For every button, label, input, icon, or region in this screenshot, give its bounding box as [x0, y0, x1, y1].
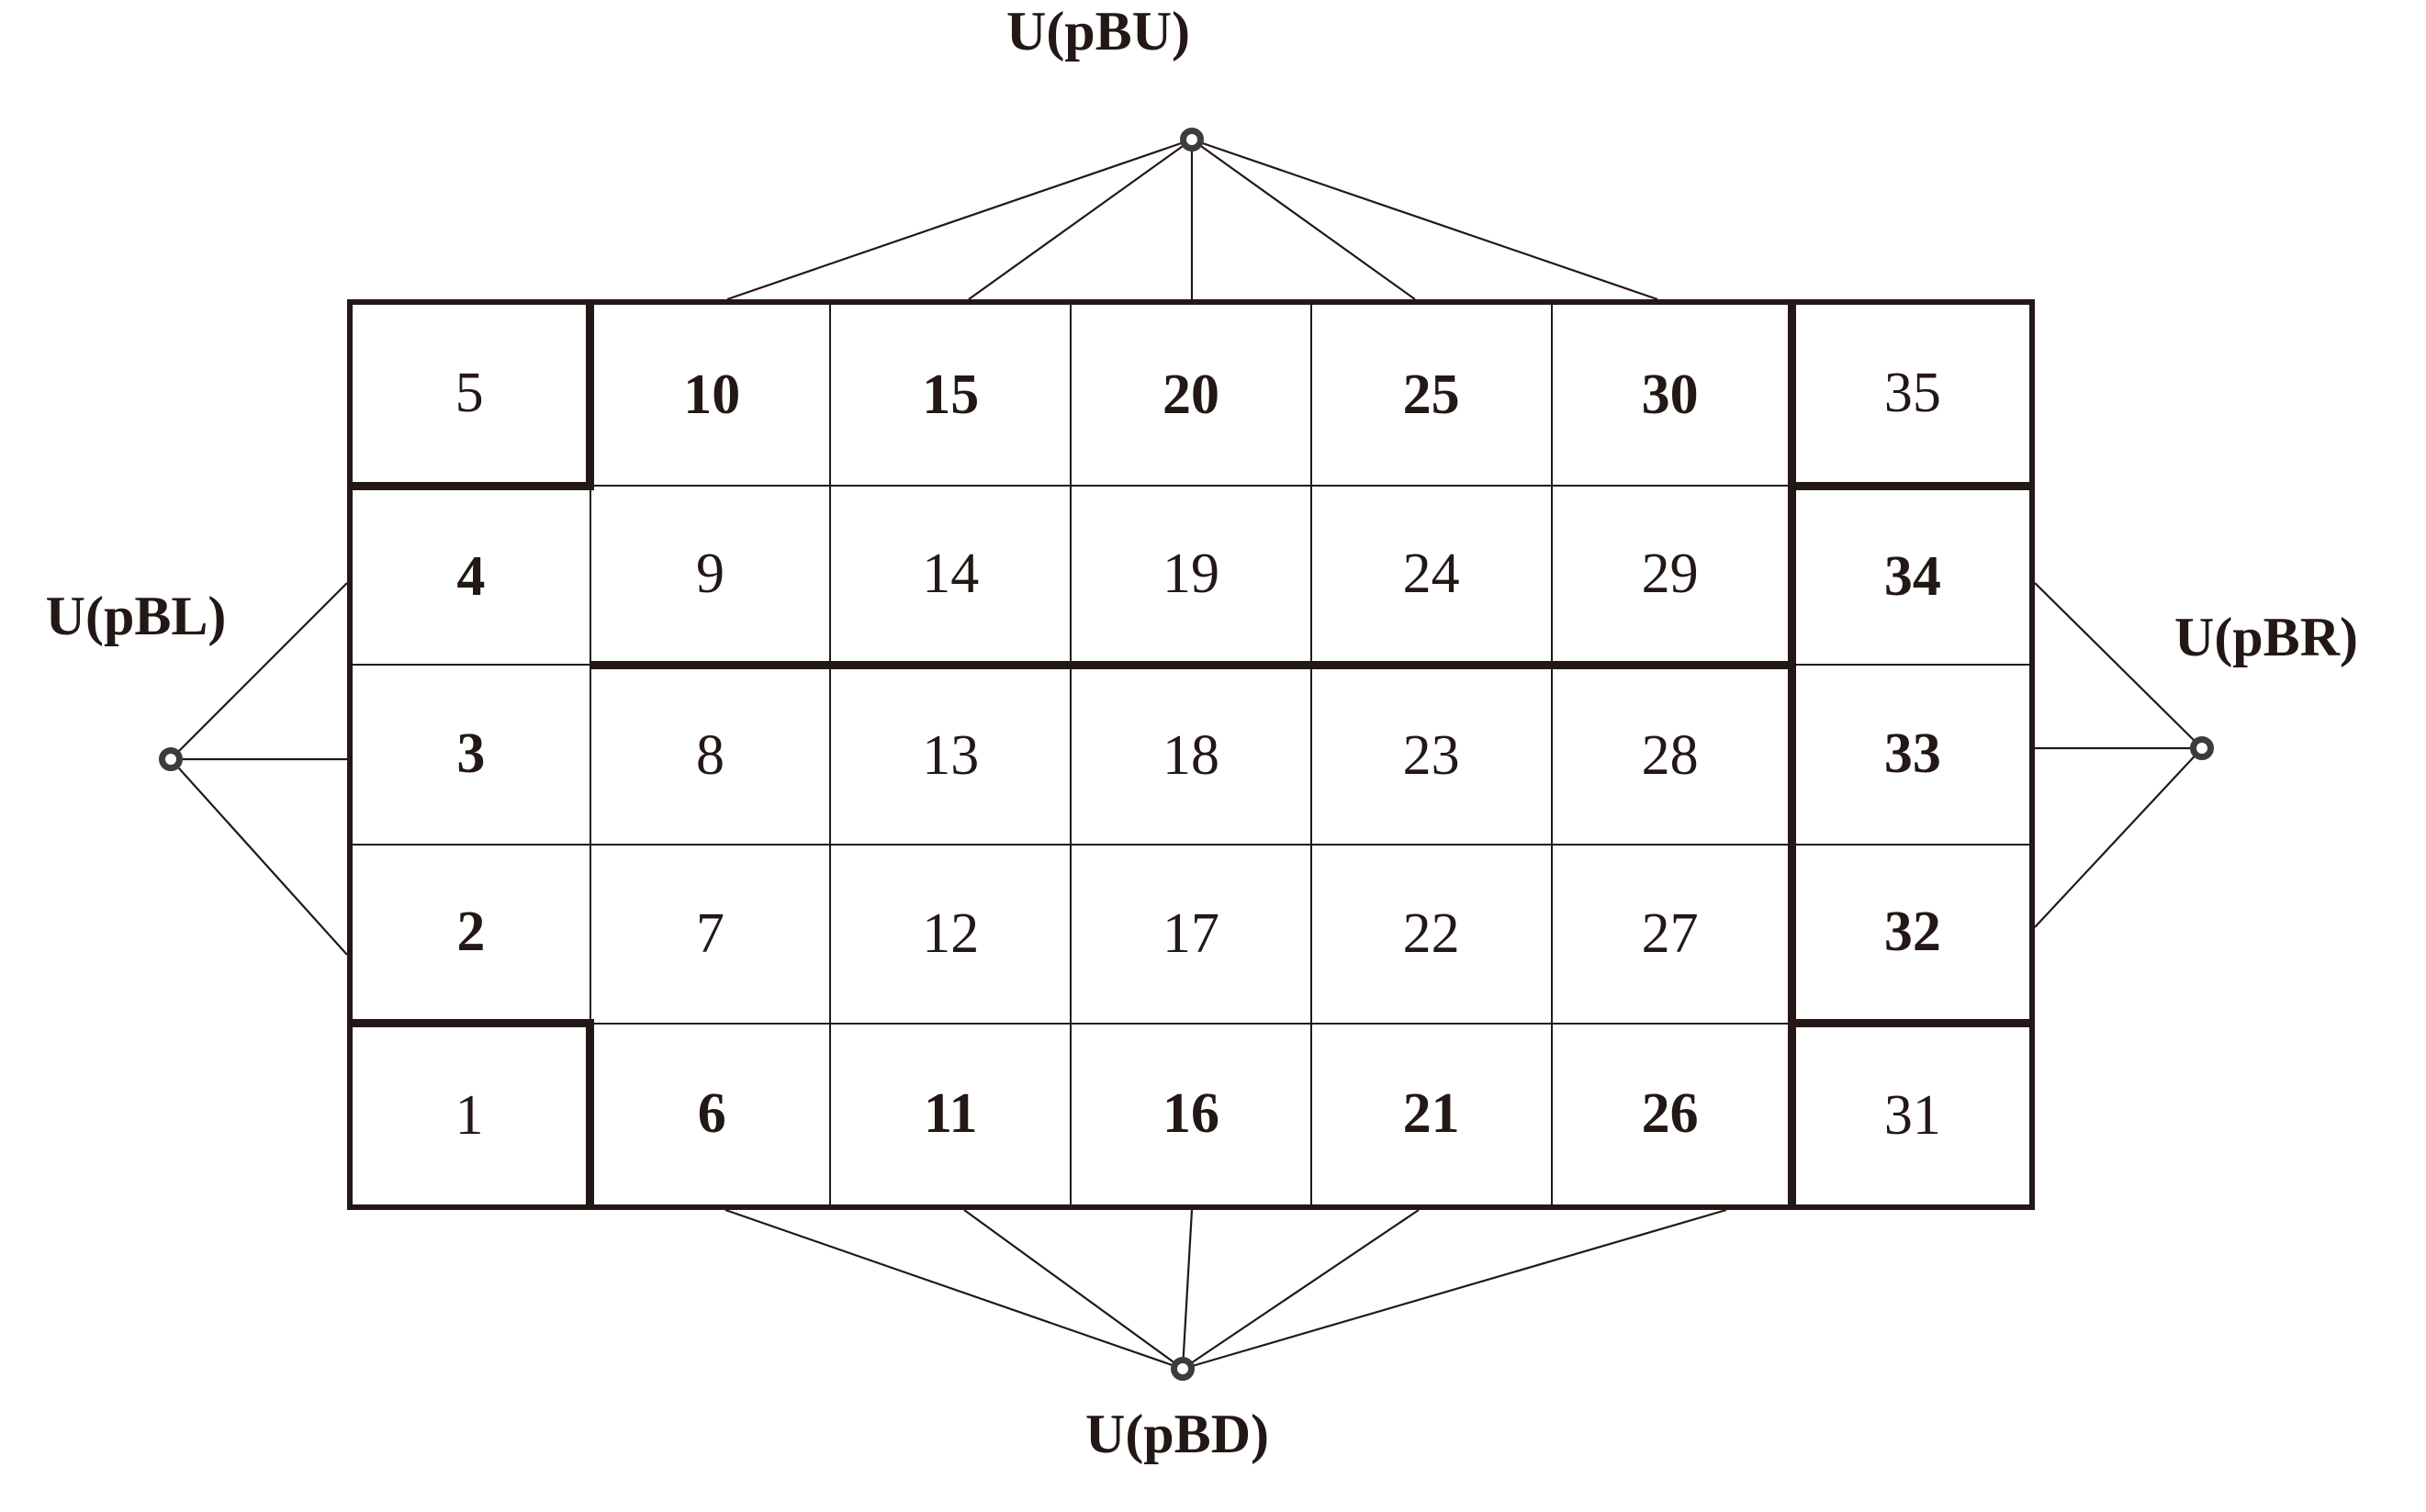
grid-cell-15[interactable]: 15 — [829, 298, 1073, 487]
grid-cell-25[interactable]: 25 — [1309, 298, 1553, 487]
node-marker-pBU[interactable] — [1180, 128, 1204, 151]
grid-cell-6[interactable]: 6 — [586, 1022, 832, 1211]
edge-pBU-to-cell-25 — [1191, 139, 1416, 300]
node-label-pBU: U(pBU) — [1005, 1, 1191, 62]
grid-cell-32[interactable]: 32 — [1791, 843, 2035, 1028]
grid-cell-9[interactable]: 9 — [589, 485, 832, 669]
node-label-pBD: U(pBD) — [1084, 1404, 1270, 1464]
grid-cell-10[interactable]: 10 — [586, 298, 832, 487]
grid-cell-8[interactable]: 8 — [589, 664, 832, 846]
grid-cell-13[interactable]: 13 — [829, 664, 1073, 846]
table-row: 5 10 15 20 25 30 35 — [347, 298, 2035, 489]
node-marker-pBD[interactable] — [1171, 1357, 1195, 1381]
grid-cell-23[interactable]: 23 — [1309, 664, 1553, 846]
grid-cell-4[interactable]: 4 — [347, 481, 591, 666]
partition-grid: 5 10 15 20 25 30 35 4 9 14 19 24 29 34 3… — [347, 298, 2035, 1211]
grid-cell-12[interactable]: 12 — [829, 843, 1073, 1025]
grid-cell-24[interactable]: 24 — [1309, 485, 1553, 669]
grid-cell-34[interactable]: 34 — [1791, 481, 2035, 666]
grid-cell-31[interactable]: 31 — [1791, 1022, 2035, 1211]
grid-cell-7[interactable]: 7 — [589, 843, 832, 1025]
grid-cell-26[interactable]: 26 — [1550, 1022, 1796, 1211]
grid-cell-16[interactable]: 16 — [1070, 1022, 1312, 1211]
grid-cell-18[interactable]: 18 — [1070, 664, 1312, 846]
grid-cell-20[interactable]: 20 — [1070, 298, 1312, 487]
grid-cell-27[interactable]: 27 — [1550, 843, 1796, 1025]
edge-pBD-to-cell-26 — [1182, 1208, 1727, 1371]
edge-pBD-to-cell-21 — [1182, 1209, 1420, 1370]
node-label-pBR: U(pBR) — [2173, 607, 2359, 667]
table-row: 1 6 11 16 21 26 31 — [347, 1022, 2035, 1211]
edge-pBR-to-cell-32 — [2034, 747, 2203, 928]
grid-cell-35[interactable]: 35 — [1791, 298, 2035, 489]
edge-pBD-to-cell-6 — [724, 1208, 1184, 1371]
edge-pBU-to-cell-30 — [1191, 138, 1658, 301]
grid-cell-30[interactable]: 30 — [1550, 298, 1796, 487]
grid-cell-14[interactable]: 14 — [829, 485, 1073, 669]
grid-cell-21[interactable]: 21 — [1309, 1022, 1553, 1211]
grid-cell-22[interactable]: 22 — [1309, 843, 1553, 1025]
grid-cell-17[interactable]: 17 — [1070, 843, 1312, 1025]
node-marker-pBR[interactable] — [2190, 736, 2214, 760]
table-row: 4 9 14 19 24 29 34 — [347, 481, 2035, 669]
edge-pBU-to-cell-10 — [726, 138, 1193, 301]
edge-pBD-to-cell-16 — [1181, 1209, 1194, 1370]
grid-cell-2[interactable]: 2 — [347, 843, 591, 1028]
grid-cell-1[interactable]: 1 — [347, 1022, 591, 1211]
edge-pBL-to-cell-2 — [170, 758, 348, 956]
grid-cell-28[interactable]: 28 — [1550, 664, 1796, 846]
edge-pBD-to-cell-11 — [963, 1209, 1184, 1370]
grid-cell-19[interactable]: 19 — [1070, 485, 1312, 669]
grid-cell-11[interactable]: 11 — [829, 1022, 1073, 1211]
node-marker-pBL[interactable] — [159, 747, 183, 771]
grid-cell-33[interactable]: 33 — [1791, 664, 2035, 846]
grid-cell-29[interactable]: 29 — [1550, 485, 1796, 669]
table-row: 2 7 12 17 22 27 32 — [347, 843, 2035, 1028]
grid-cell-3[interactable]: 3 — [347, 664, 591, 846]
node-label-pBL: U(pBL) — [45, 586, 227, 646]
table-row: 3 8 13 18 23 28 33 — [347, 664, 2035, 846]
edge-pBU-to-cell-15 — [968, 139, 1193, 300]
grid-cell-5[interactable]: 5 — [347, 298, 591, 489]
